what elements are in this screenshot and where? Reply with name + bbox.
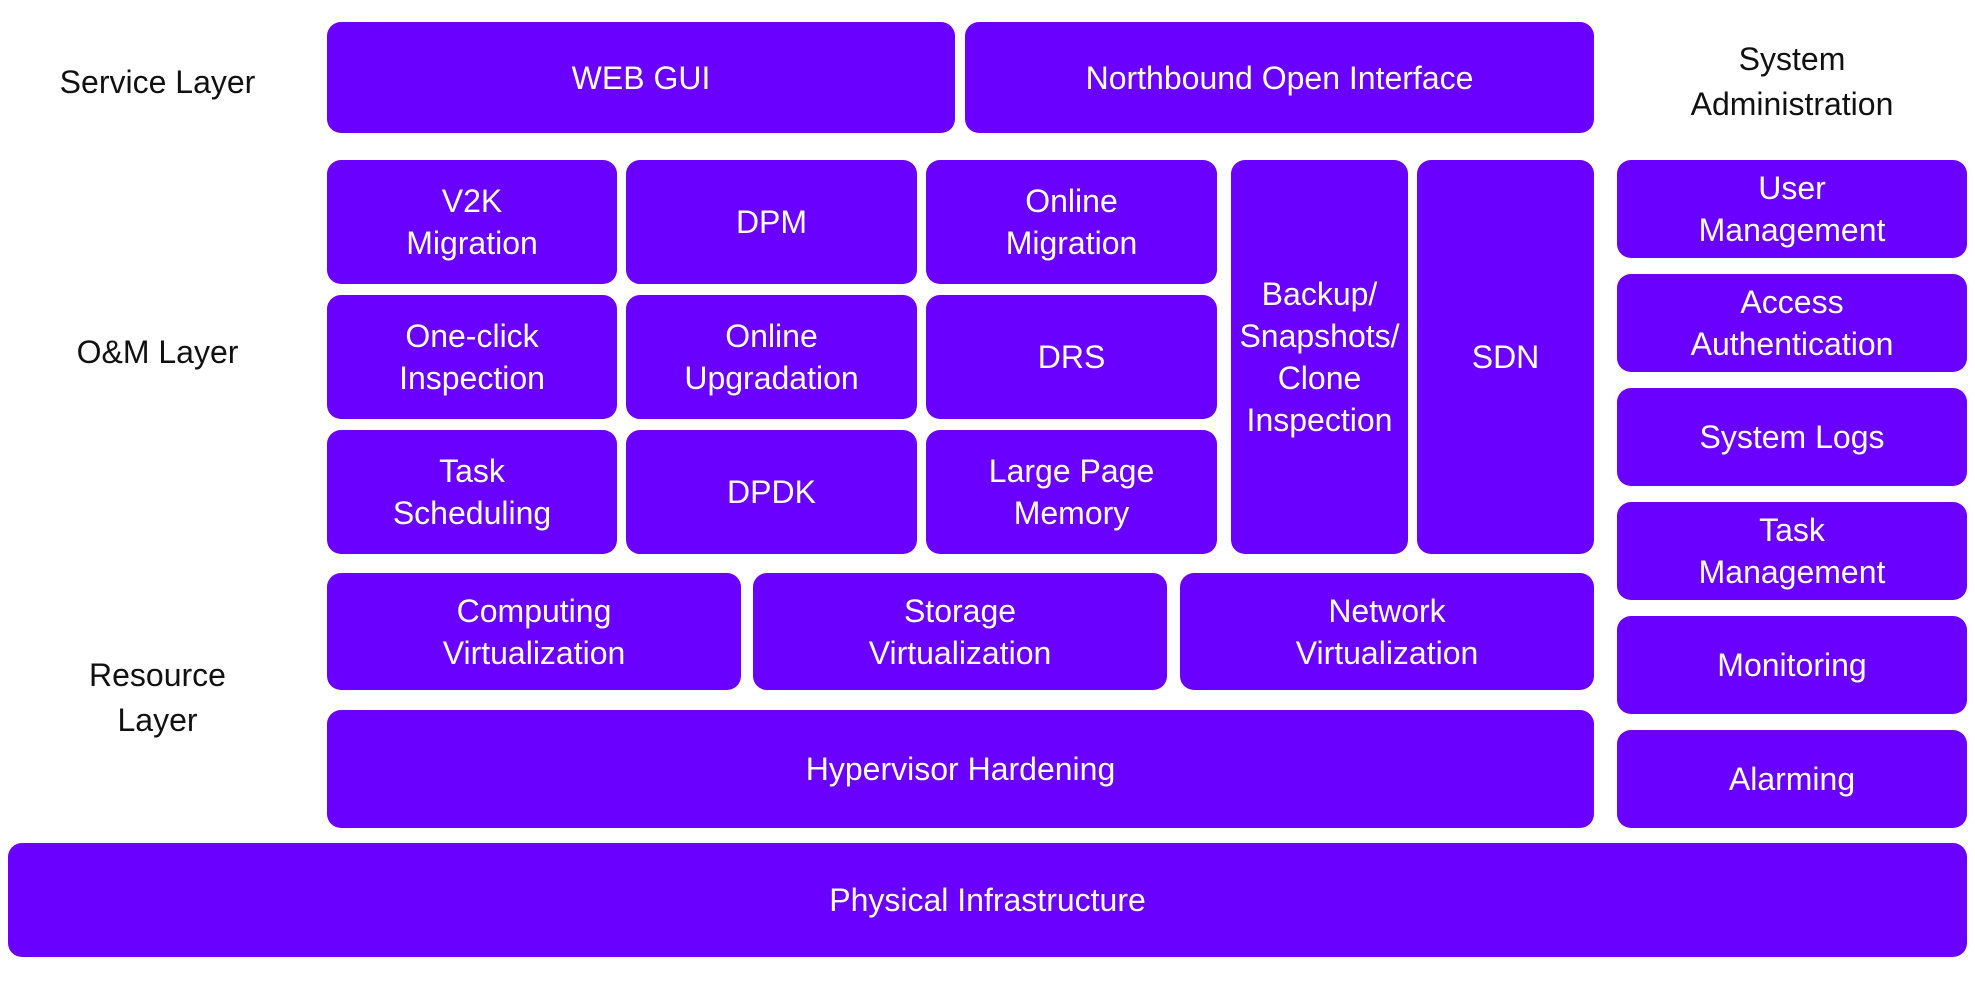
- access-authentication-block: Access Authentication: [1617, 274, 1967, 372]
- backup-snapshots-clone-inspection-block: Backup/ Snapshots/ Clone Inspection: [1231, 160, 1408, 554]
- sdn-block: SDN: [1417, 160, 1594, 554]
- one-click-inspection-block: One-click Inspection: [327, 295, 617, 419]
- v2k-migration-block: V2K Migration: [327, 160, 617, 284]
- dpdk-block: DPDK: [626, 430, 917, 554]
- network-virtualization-block: Network Virtualization: [1180, 573, 1594, 690]
- service-layer-label: Service Layer: [59, 64, 256, 100]
- task-scheduling-block: Task Scheduling: [327, 430, 617, 554]
- resource-layer-label: Resource Layer: [89, 657, 226, 738]
- web-gui-block: WEB GUI: [327, 22, 955, 133]
- computing-virtualization-block: Computing Virtualization: [327, 573, 741, 690]
- system-administration-title: System Administration: [1690, 41, 1894, 122]
- user-management-block: User Management: [1617, 160, 1967, 258]
- online-upgradation-block: Online Upgradation: [626, 295, 917, 419]
- alarming-block: Alarming: [1617, 730, 1967, 828]
- northbound-open-interface-block: Northbound Open Interface: [965, 22, 1594, 133]
- drs-block: DRS: [926, 295, 1217, 419]
- system-logs-block: System Logs: [1617, 388, 1967, 486]
- task-management-block: Task Management: [1617, 502, 1967, 600]
- monitoring-block: Monitoring: [1617, 616, 1967, 714]
- dpm-block: DPM: [626, 160, 917, 284]
- online-migration-block: Online Migration: [926, 160, 1217, 284]
- om-layer-label: O&M Layer: [76, 334, 239, 370]
- hypervisor-hardening-block: Hypervisor Hardening: [327, 710, 1594, 828]
- large-page-memory-block: Large Page Memory: [926, 430, 1217, 554]
- storage-virtualization-block: Storage Virtualization: [753, 573, 1167, 690]
- physical-infrastructure-block: Physical Infrastructure: [8, 843, 1967, 957]
